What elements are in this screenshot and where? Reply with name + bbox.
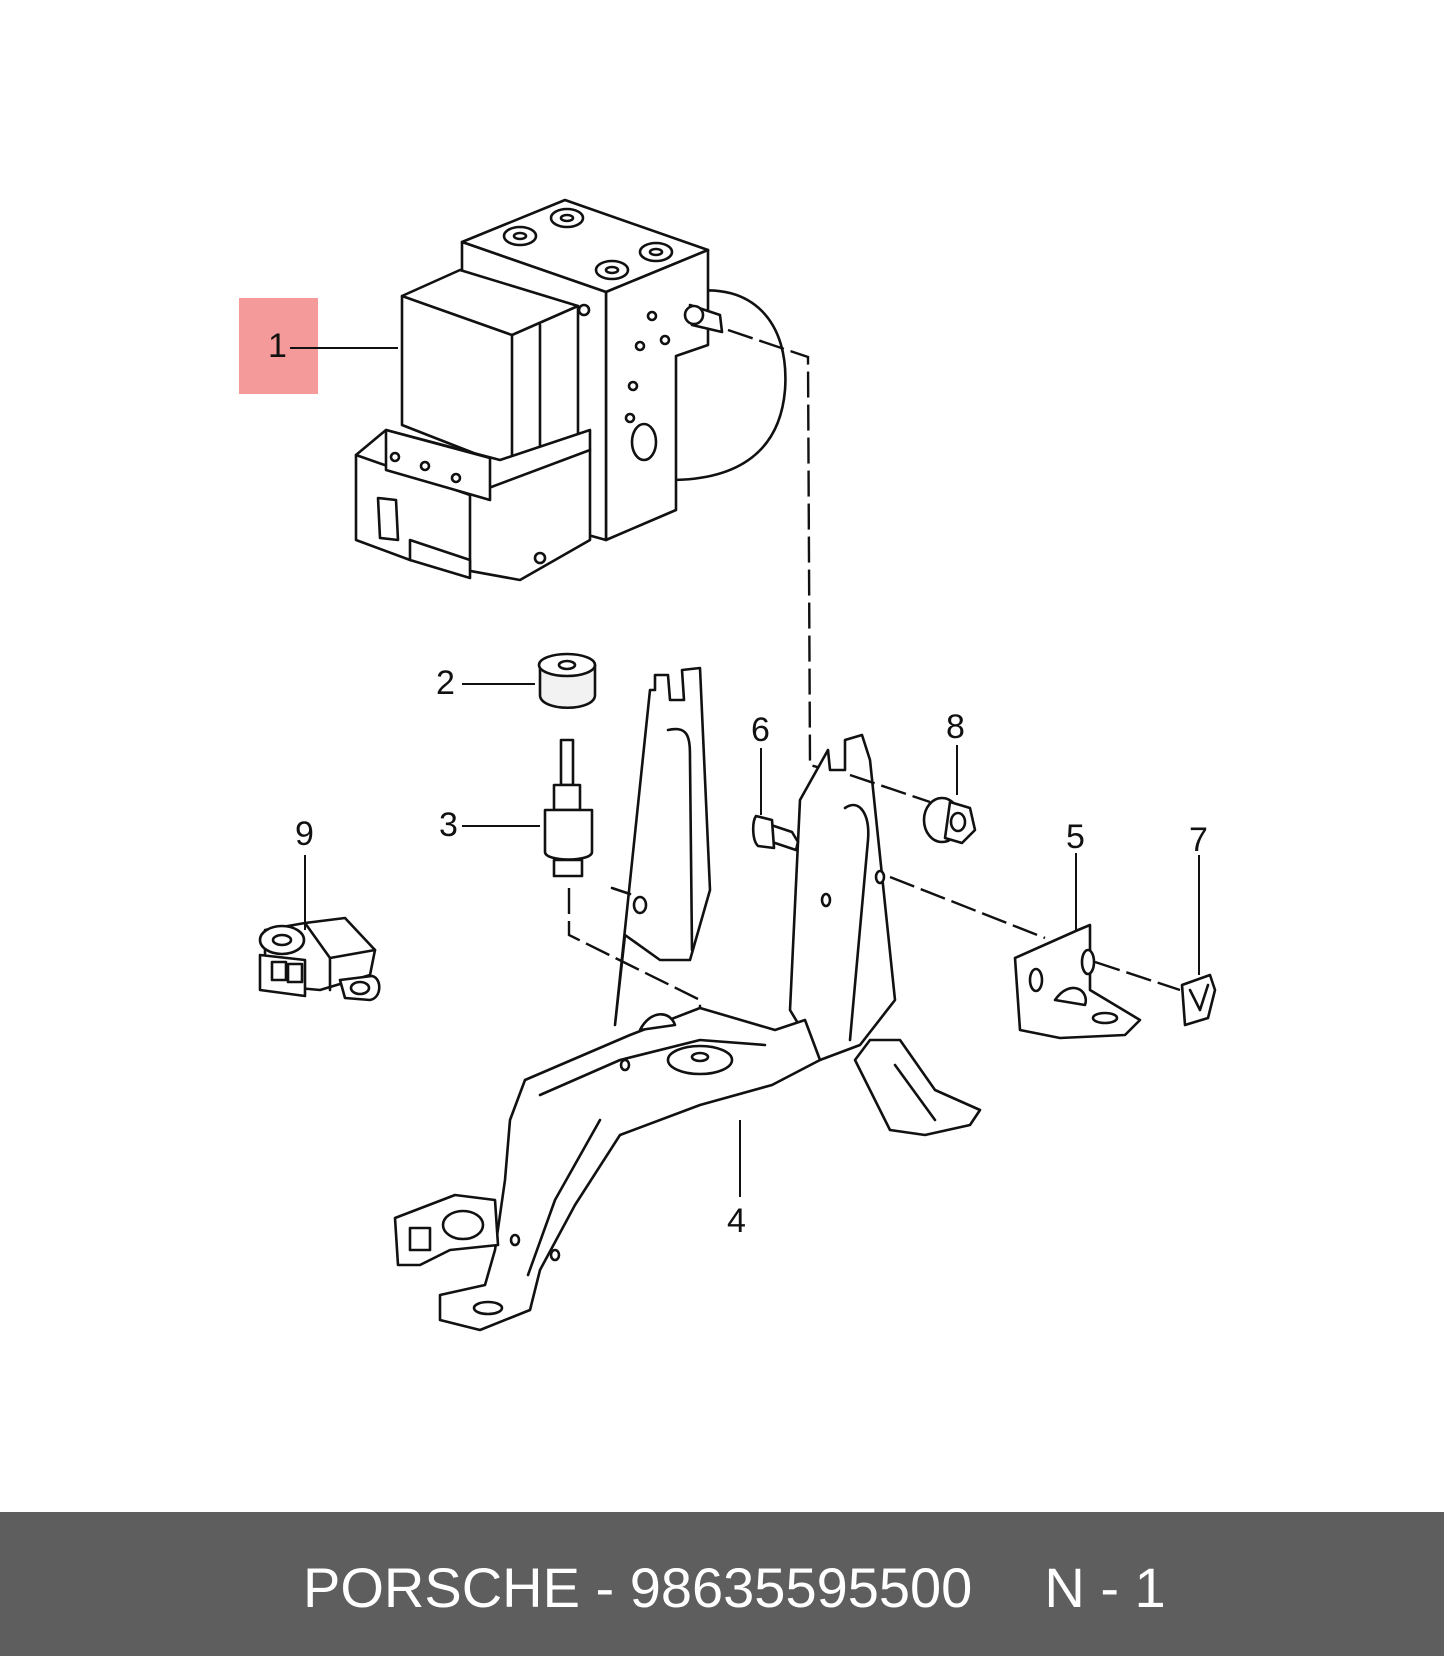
highlighted-callout-box [239, 298, 318, 394]
part-number: 98635595500 [629, 1556, 973, 1619]
damper-bolt[interactable] [543, 738, 702, 1052]
callout-8[interactable]: 8 [946, 708, 965, 746]
footer-separator: - [595, 1556, 615, 1619]
callout-7[interactable]: 7 [1189, 821, 1208, 859]
callout-4[interactable]: 4 [727, 1202, 746, 1240]
small-bracket[interactable] [1013, 923, 1142, 1040]
abs-unit-exploded-diagram [258, 198, 1217, 1332]
callout-6[interactable]: 6 [751, 711, 770, 749]
footer-banner [0, 1512, 1444, 1656]
mounting-bracket[interactable] [393, 666, 982, 1332]
clip-nut[interactable] [1180, 973, 1217, 1027]
callout-3[interactable]: 3 [439, 806, 458, 844]
small-bolt[interactable] [751, 814, 800, 852]
callout-2[interactable]: 2 [436, 664, 455, 702]
diagram-position: N - 1 [1044, 1556, 1166, 1619]
rubber-grommet[interactable] [537, 652, 597, 710]
abs-hydraulic-unit[interactable] [354, 198, 787, 582]
brand-name: PORSCHE [303, 1556, 580, 1619]
callout-9[interactable]: 9 [295, 815, 314, 853]
sensor[interactable] [258, 916, 381, 1002]
flange-nut[interactable] [922, 796, 977, 845]
leader-lines [290, 347, 1200, 1197]
callout-5[interactable]: 5 [1066, 818, 1085, 856]
callout-1[interactable]: 1 [268, 327, 287, 365]
